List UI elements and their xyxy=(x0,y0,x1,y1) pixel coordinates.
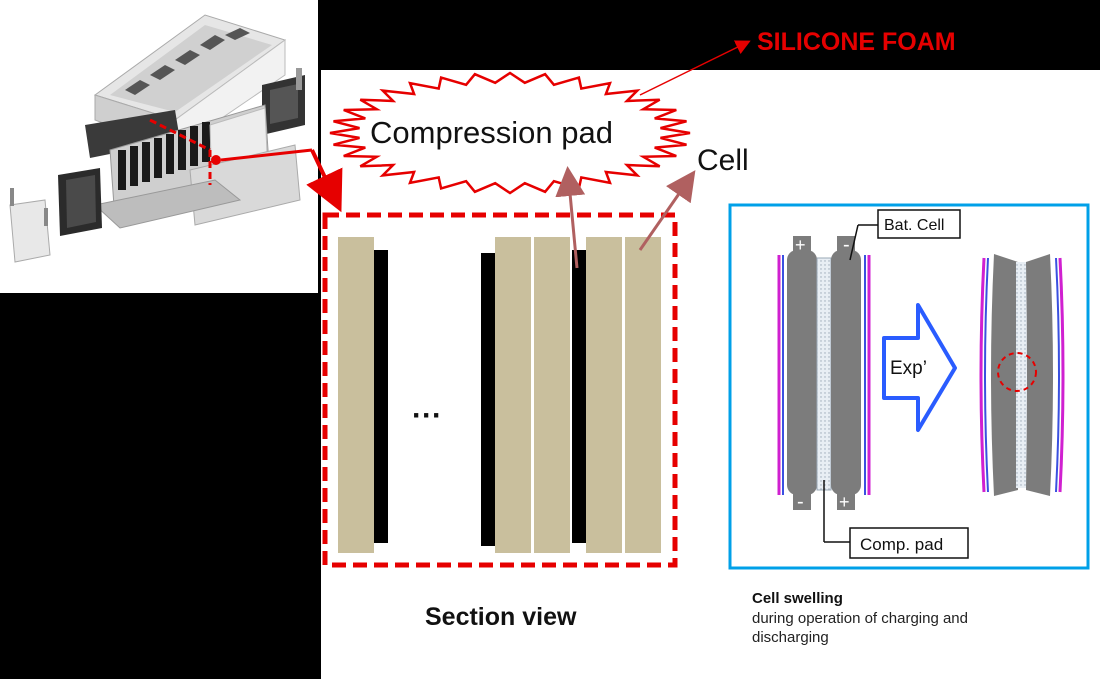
cell-slab xyxy=(338,237,374,553)
swollen-cell xyxy=(1026,254,1053,496)
cell-swelling-diagram: + - - + Bat. Cell Comp. pad Exp’ xyxy=(728,203,1090,570)
compression-pad-starburst: Compression pad xyxy=(329,71,691,195)
cell-label: Cell xyxy=(697,144,749,177)
comp-pad-label-box xyxy=(849,527,969,559)
compression-pad-slab xyxy=(374,250,388,543)
comp-pad xyxy=(816,257,832,491)
compression-pad-slab xyxy=(481,253,495,546)
plus-sign: + xyxy=(839,492,850,512)
section-view-caption: Section view xyxy=(425,603,577,631)
swollen-cell xyxy=(991,254,1018,496)
cell-arrow xyxy=(638,170,696,251)
cell-slab xyxy=(586,237,622,553)
battery-cell xyxy=(831,250,861,495)
silicone-foam-callout: SILICONE FOAM xyxy=(639,28,956,96)
compression-pad-label: Compression pad xyxy=(370,115,613,150)
expansion-arrow xyxy=(882,303,957,432)
cell-slab xyxy=(495,237,531,553)
minus-sign: - xyxy=(797,491,804,513)
cell-slab xyxy=(625,237,661,553)
comp-pad-label: Comp. pad xyxy=(860,535,943,554)
bat-cell-label: Bat. Cell xyxy=(884,217,944,234)
section-pointer xyxy=(306,149,343,213)
bat-cell-label-box xyxy=(877,209,961,239)
cell-slab xyxy=(534,237,570,553)
battery-module-illustration xyxy=(9,14,313,263)
battery-cell xyxy=(787,250,817,495)
ellipsis: ··· xyxy=(412,399,442,432)
compressed-pad xyxy=(1016,262,1028,488)
minus-sign: - xyxy=(843,234,850,256)
swelling-caption-line2: discharging xyxy=(752,629,829,646)
swelling-caption-line1: during operation of charging and xyxy=(752,610,968,627)
swelling-highlight-circle xyxy=(997,352,1037,392)
section-view: ··· xyxy=(322,166,696,568)
compression-pad-arrow xyxy=(555,166,586,269)
exp-label: Exp’ xyxy=(890,358,927,379)
section-highlight-frame xyxy=(322,212,678,568)
silicone-foam-text: SILICONE FOAM xyxy=(757,28,956,56)
plus-sign: + xyxy=(795,235,806,255)
swelling-caption-title: Cell swelling xyxy=(752,590,843,607)
compression-pad-slab xyxy=(572,250,586,543)
